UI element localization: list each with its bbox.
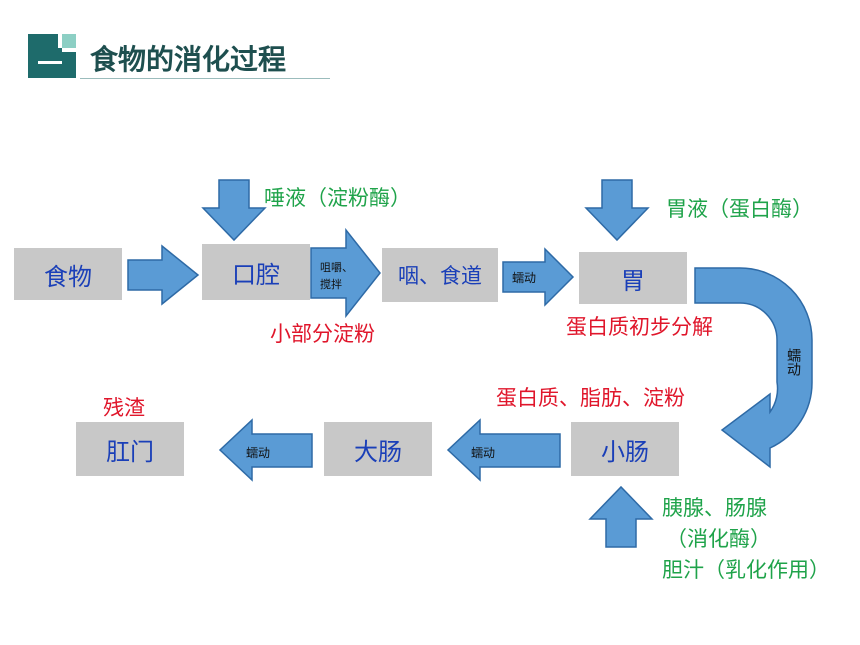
header-icon xyxy=(28,34,76,78)
annotation-nutrients: 蛋白质、脂肪、淀粉 xyxy=(496,386,685,410)
arrow-large-anus xyxy=(218,418,313,482)
page-title: 食物的消化过程 xyxy=(90,43,287,76)
arrow-down-gastric xyxy=(584,179,650,242)
arrow-down-saliva xyxy=(201,179,267,242)
annotation-protein-initial: 蛋白质初步分解 xyxy=(566,315,713,339)
annotation-gastric-juice: 胃液（蛋白酶） xyxy=(666,197,813,221)
annotation-bile: 胆汁（乳化作用） xyxy=(662,558,830,582)
arrow-stomach-small-curve xyxy=(694,267,813,469)
node-large-intestine: 大肠 xyxy=(324,422,432,476)
annotation-saliva: 唾液（淀粉酶） xyxy=(264,186,411,210)
node-small-intestine: 小肠 xyxy=(571,422,679,476)
arrow-mouth-pharynx xyxy=(310,227,381,319)
peristalsis-label-small: 蠕动 xyxy=(471,446,496,460)
node-stomach: 胃 xyxy=(579,252,687,304)
node-mouth: 口腔 xyxy=(202,244,310,300)
node-anus: 肛门 xyxy=(76,422,184,476)
annotation-digestive-enzyme: （消化酶） xyxy=(666,527,771,551)
node-pharynx-esophagus: 咽、食道 xyxy=(382,248,498,302)
node-food: 食物 xyxy=(14,248,122,300)
arrow-small-large xyxy=(446,418,561,482)
peristalsis-label-large: 蠕动 xyxy=(246,446,271,460)
arrow-pharynx-stomach xyxy=(502,247,575,307)
annotation-starch-partial: 小部分淀粉 xyxy=(270,322,375,346)
annotation-pancreas-intestine: 胰腺、肠腺 xyxy=(662,496,767,520)
peristalsis-label-curve: 蠕动 xyxy=(785,348,801,376)
peristalsis-label-esophagus: 蠕动 xyxy=(512,271,537,285)
annotation-residue: 残渣 xyxy=(103,396,145,420)
arrow-up-pancreas xyxy=(588,485,654,548)
arrow-food-mouth xyxy=(127,244,200,306)
chew-label-line1: 咀嚼、 xyxy=(320,261,353,274)
chew-label-line2: 搅拌 xyxy=(320,278,342,291)
header-underline xyxy=(80,78,330,79)
